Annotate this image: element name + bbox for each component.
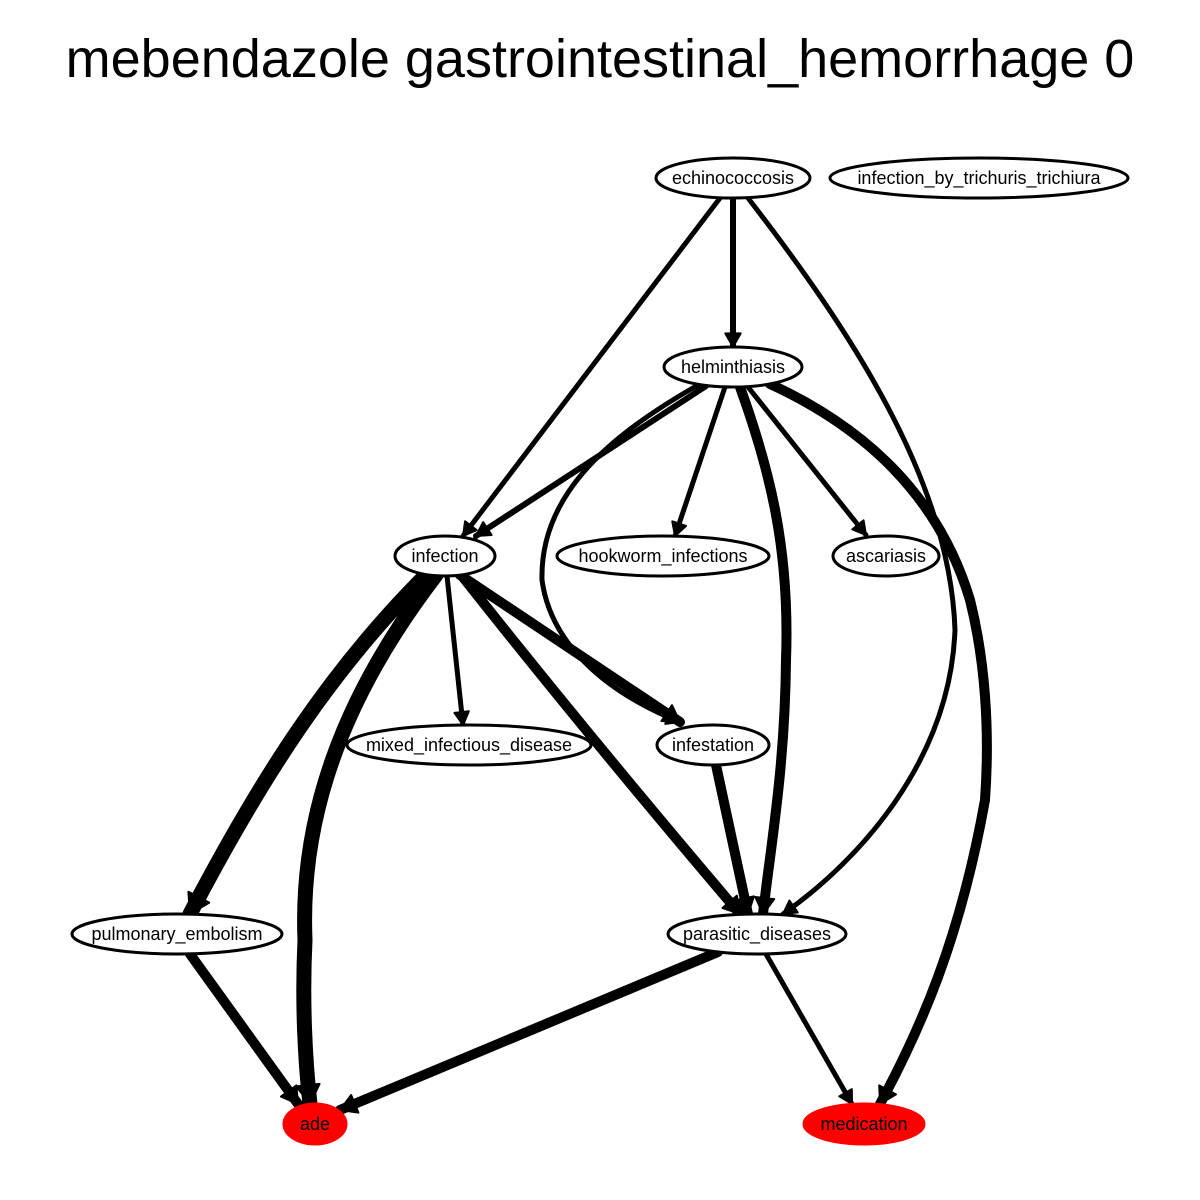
edge-infection-to-pulmonary-embolism-arrowhead xyxy=(187,890,211,915)
edge-pulmonary-embolism-to-ade xyxy=(185,949,303,1109)
edge-infection-to-ade xyxy=(296,567,444,1112)
node-shape xyxy=(655,723,771,767)
edge-helminthiasis-to-hookworm-infections xyxy=(672,384,728,539)
edge-helminthiasis-to-ascariasis xyxy=(745,384,869,538)
edge-infection-to-infestation xyxy=(455,570,685,727)
edge-infestation-to-parasitic-diseases-arrowhead xyxy=(734,895,755,915)
node-label: helminthiasis xyxy=(681,357,785,377)
node-shape xyxy=(70,912,284,956)
node-shape xyxy=(828,156,1130,200)
node-label: echinococcosis xyxy=(672,168,794,188)
edge-infestation-to-parasitic-diseases xyxy=(711,760,753,919)
node-shape xyxy=(802,1102,926,1146)
node-infection: infection xyxy=(393,534,497,578)
edge-echinococcosis-to-parasitic-diseases-arrowhead xyxy=(782,899,799,915)
edge-echinococcosis-to-infection-arrowhead xyxy=(462,520,478,537)
edge-helminthiasis-to-medication xyxy=(765,379,992,1109)
edge-helminthiasis-to-infection-arrowhead xyxy=(475,521,493,537)
node-label: mixed_infectious_disease xyxy=(366,735,572,756)
edge-infection-to-pulmonary-embolism xyxy=(182,565,436,922)
node-label: ade xyxy=(300,1114,330,1134)
edge-pulmonary-embolism-to-ade-arrowhead xyxy=(279,1084,299,1105)
node-shape xyxy=(666,912,848,956)
page-title: mebendazole gastrointestinal_hemorrhage … xyxy=(65,29,1135,89)
edge-helminthiasis-to-medication-arrowhead xyxy=(878,1084,897,1105)
edge-infection-to-infestation-arrowhead xyxy=(660,704,681,723)
edge-echinococcosis-to-parasitic-diseases xyxy=(745,195,958,917)
node-medication: medication xyxy=(802,1102,926,1146)
edge-echinococcosis-to-helminthiasis-arrowhead xyxy=(724,332,742,348)
edge-infection-to-parasitic-diseases xyxy=(457,571,745,919)
node-shape xyxy=(662,345,804,389)
node-mixed-infectious-disease: mixed_infectious_disease xyxy=(345,723,593,767)
edge-helminthiasis-to-hookworm-infections-arrowhead xyxy=(671,520,688,537)
node-shape xyxy=(555,534,771,578)
node-shape xyxy=(831,534,941,578)
edge-parasitic-diseases-to-medication-arrowhead xyxy=(838,1088,853,1105)
node-pulmonary-embolism: pulmonary_embolism xyxy=(70,912,284,956)
node-label: infestation xyxy=(672,735,754,755)
edge-helminthiasis-to-parasitic-diseases-arrowhead xyxy=(754,896,776,915)
node-shape xyxy=(345,723,593,767)
node-infestation: infestation xyxy=(655,723,771,767)
node-label: medication xyxy=(820,1114,907,1134)
edge-parasitic-diseases-to-ade-arrowhead xyxy=(339,1094,360,1114)
node-hookworm-infections: hookworm_infections xyxy=(555,534,771,578)
edge-infection-to-ade-arrowhead xyxy=(295,1082,321,1105)
node-label: ascariasis xyxy=(846,546,926,566)
nodes-layer: echinococcosis infection_by_trichuris_tri… xyxy=(70,156,1130,1146)
node-shape xyxy=(654,156,812,200)
node-shape xyxy=(282,1102,348,1146)
edge-helminthiasis-to-infestation xyxy=(539,381,703,725)
node-label: infection xyxy=(411,546,478,566)
node-label: parasitic_diseases xyxy=(683,924,831,945)
edge-parasitic-diseases-to-medication xyxy=(763,951,855,1107)
node-label: hookworm_infections xyxy=(578,546,747,567)
node-infection-by-trichuris-trichiura: infection_by_trichuris_trichiura xyxy=(828,156,1130,200)
edge-infection-to-mixed-infectious-disease-arrowhead xyxy=(453,710,470,726)
edge-helminthiasis-to-parasitic-diseases xyxy=(735,382,792,919)
node-helminthiasis: helminthiasis xyxy=(662,345,804,389)
edges-layer xyxy=(182,195,992,1115)
edge-helminthiasis-to-ascariasis-arrowhead xyxy=(851,519,867,536)
node-ascariasis: ascariasis xyxy=(831,534,941,578)
node-label: infection_by_trichuris_trichiura xyxy=(857,168,1101,189)
edge-infection-to-mixed-infectious-disease xyxy=(444,573,466,728)
node-echinococcosis: echinococcosis xyxy=(654,156,812,200)
node-ade: ade xyxy=(282,1102,348,1146)
node-parasitic-diseases: parasitic_diseases xyxy=(666,912,848,956)
edge-parasitic-diseases-to-ade xyxy=(335,947,723,1115)
node-label: pulmonary_embolism xyxy=(91,924,262,945)
node-shape xyxy=(393,534,497,578)
edge-echinococcosis-to-infection xyxy=(460,195,723,539)
